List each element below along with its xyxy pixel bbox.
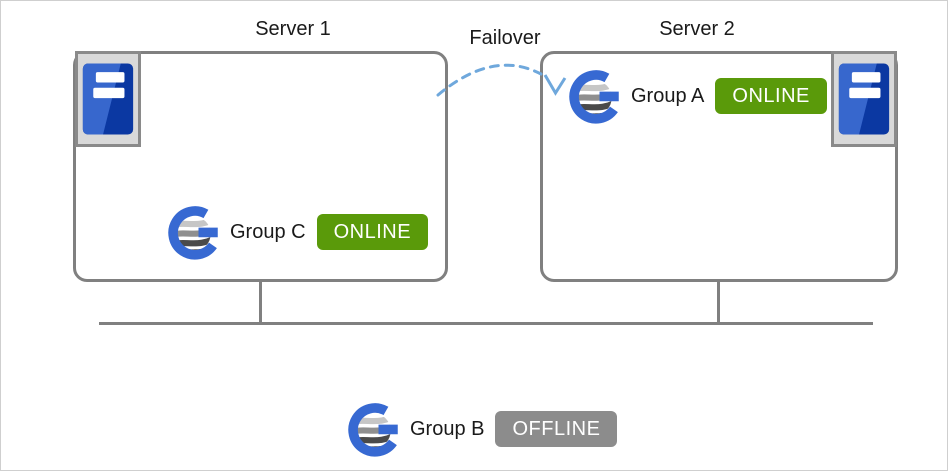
group-name: Group A xyxy=(631,84,705,107)
cluster-group-icon xyxy=(568,68,624,124)
network-line xyxy=(99,322,873,325)
status-badge: ONLINE xyxy=(316,214,429,250)
server-tower-icon xyxy=(838,57,890,141)
group-name: Group B xyxy=(410,417,485,440)
status-badge: ONLINE xyxy=(715,78,827,114)
cluster-group-icon xyxy=(347,401,403,457)
failover-label: Failover xyxy=(469,27,541,49)
server-tower-icon xyxy=(831,51,897,147)
server2-label: Server 2 xyxy=(659,18,735,40)
group-row-b: Group B OFFLINE xyxy=(347,401,618,457)
server-tower-icon xyxy=(75,51,141,147)
cluster-group-icon xyxy=(167,204,223,260)
group-name: Group C xyxy=(230,220,306,243)
server1-label: Server 1 xyxy=(255,18,331,40)
server1-network-connector xyxy=(259,280,262,324)
group-row-c: Group C ONLINE xyxy=(167,204,429,260)
server2-network-connector xyxy=(717,280,720,324)
group-row-a: Group A ONLINE xyxy=(568,68,827,124)
server-tower-icon xyxy=(82,57,134,141)
status-badge: OFFLINE xyxy=(495,411,618,447)
